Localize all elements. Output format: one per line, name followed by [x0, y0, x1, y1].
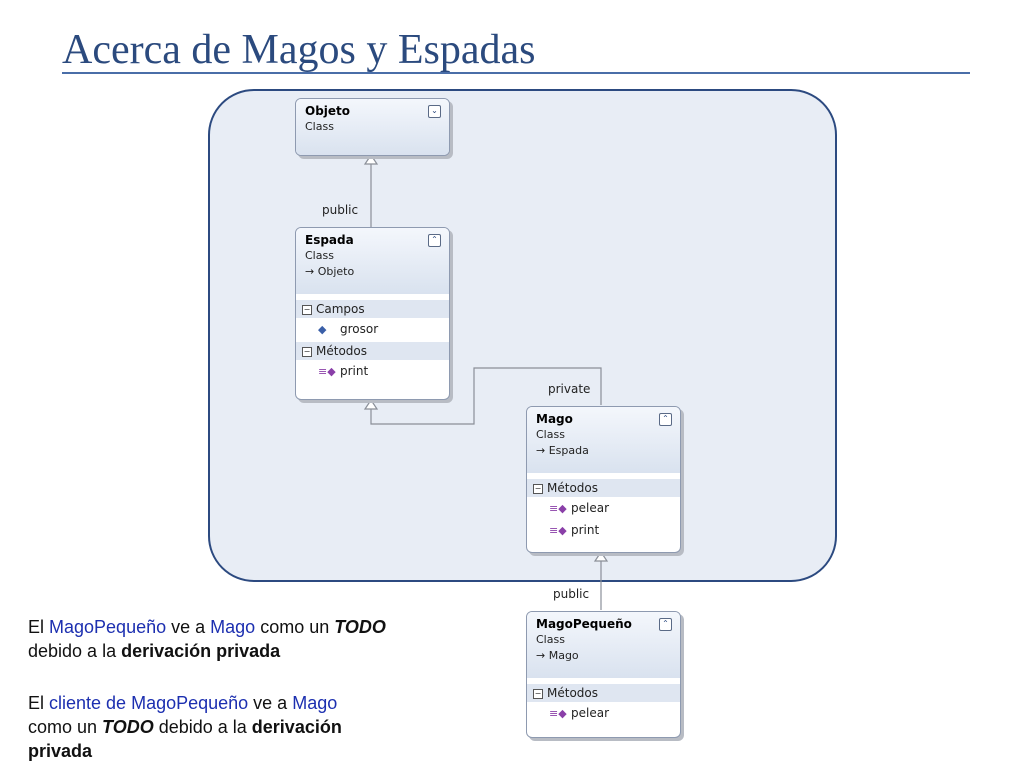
field-item[interactable]: ◆grosor	[296, 318, 449, 340]
section-campos[interactable]: −Campos	[296, 300, 449, 318]
explanation-paragraph-1: El MagoPequeño ve a Mago como un TODO de…	[28, 617, 386, 661]
class-stereotype: Class	[536, 428, 565, 441]
title-divider	[62, 72, 970, 74]
collapse-section-icon: −	[533, 689, 543, 699]
method-item[interactable]: ≡◆print	[296, 360, 449, 382]
inherits-arrow-icon: →	[536, 444, 546, 457]
method-item[interactable]: ≡◆pelear	[527, 702, 680, 724]
inherits-arrow-icon: →	[536, 649, 546, 662]
inherits-arrow-icon: →	[305, 265, 315, 278]
section-metodos[interactable]: −Métodos	[527, 479, 680, 497]
field-icon: ◆	[318, 323, 327, 336]
class-name: Objeto	[305, 104, 351, 118]
section-metodos[interactable]: −Métodos	[527, 684, 680, 702]
section-metodos[interactable]: −Métodos	[296, 342, 449, 360]
class-name: MagoPequeño	[536, 617, 632, 631]
class-name: Mago	[536, 412, 573, 426]
connector-label-public: public	[553, 587, 590, 601]
class-stereotype: Class	[305, 249, 334, 262]
expand-icon[interactable]: ⌄	[428, 105, 441, 118]
class-box-mago[interactable]: Mago Class → Espada ⌃ −Métodos ≡◆pelear …	[526, 406, 681, 553]
collapse-section-icon: −	[533, 484, 543, 494]
connector-label-private: private	[548, 382, 591, 396]
collapse-icon[interactable]: ⌃	[659, 413, 672, 426]
class-stereotype: Class	[305, 120, 334, 133]
class-box-espada[interactable]: Espada Class → Objeto ⌃ −Campos ◆grosor …	[295, 227, 450, 400]
class-stereotype: Class	[536, 633, 565, 646]
method-icon: ≡◆	[549, 502, 567, 515]
collapse-icon[interactable]: ⌃	[659, 618, 672, 631]
method-item[interactable]: ≡◆pelear	[527, 497, 680, 519]
class-box-magopequeno[interactable]: MagoPequeño Class → Mago ⌃ −Métodos ≡◆pe…	[526, 611, 681, 738]
collapse-section-icon: −	[302, 347, 312, 357]
explanation-paragraph-2: El cliente de MagoPequeño ve a Mago como…	[28, 693, 342, 761]
base-class: → Objeto	[305, 265, 355, 278]
class-name: Espada	[305, 233, 354, 247]
method-icon: ≡◆	[549, 524, 567, 537]
method-icon: ≡◆	[318, 365, 336, 378]
base-class: → Mago	[536, 649, 579, 662]
base-class: → Espada	[536, 444, 589, 457]
collapse-section-icon: −	[302, 305, 312, 315]
collapse-icon[interactable]: ⌃	[428, 234, 441, 247]
slide-title: Acerca de Magos y Espadas	[62, 27, 536, 73]
method-item[interactable]: ≡◆print	[527, 519, 680, 541]
class-box-objeto[interactable]: Objeto Class ⌄	[295, 98, 450, 156]
connector-label-public: public	[322, 203, 359, 217]
method-icon: ≡◆	[549, 707, 567, 720]
